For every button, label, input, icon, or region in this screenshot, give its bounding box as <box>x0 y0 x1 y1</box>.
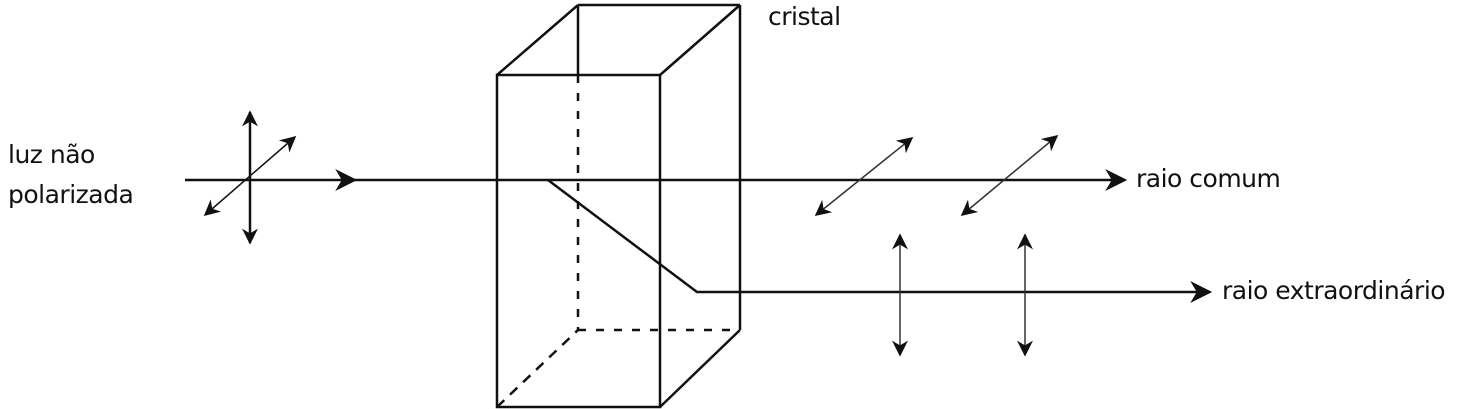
extraordinary-ray <box>547 179 1213 303</box>
unpolarized-light-label-line1: luz não <box>8 140 95 169</box>
unpolarized-symbol <box>203 110 297 245</box>
extraordinary-polarization <box>892 233 1033 357</box>
crystal-prism <box>495 3 742 409</box>
crystal-hidden-edge <box>496 329 579 408</box>
diagonal-polarization-arrow <box>203 135 297 217</box>
crystal-label: cristal <box>768 2 841 31</box>
diagonal-polarization-arrow <box>814 136 914 217</box>
extraordinary-ray-label: raio extraordinário <box>1222 276 1446 305</box>
ordinary-polarization <box>814 134 1059 217</box>
ordinary-ray-label: raio comum <box>1136 164 1281 193</box>
unpolarized-light-label-line2: polarizada <box>8 180 134 209</box>
diagonal-polarization-arrow <box>960 134 1059 217</box>
light-rays <box>185 169 1213 303</box>
